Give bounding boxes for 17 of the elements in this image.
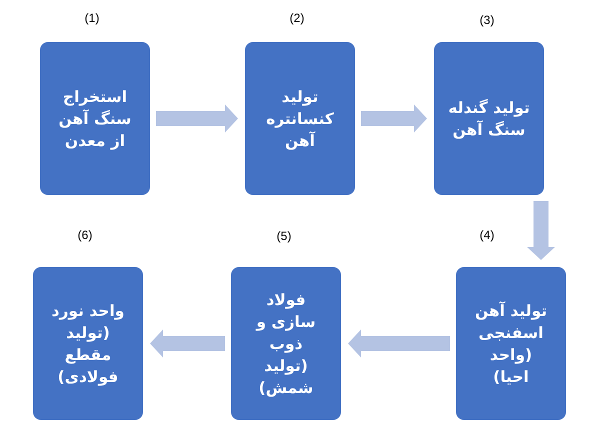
process-box: فولاد سازی و ذوب (تولید شمش) xyxy=(231,267,341,420)
step-number: (2) xyxy=(290,11,304,25)
process-box: واحد نورد (تولید مقطع فولادی) xyxy=(33,267,143,420)
step-number: (3) xyxy=(480,13,494,27)
step-number: (5) xyxy=(276,229,292,243)
process-box: تولید گندله سنگ آهن xyxy=(434,42,544,195)
arrow xyxy=(527,201,555,260)
arrow xyxy=(361,104,427,132)
step-number: (4) xyxy=(480,228,494,242)
process-box: تولید کنسانتره آهن xyxy=(245,42,355,195)
arrow xyxy=(156,104,238,132)
step-number: (1) xyxy=(84,11,100,25)
process-box: استخراج سنگ آهن از معدن xyxy=(40,42,150,195)
arrow xyxy=(150,330,225,358)
step-number: (6) xyxy=(78,228,92,242)
process-box: تولید آهن اسفنجی (واحد احیا) xyxy=(456,267,566,420)
arrow xyxy=(348,330,450,358)
